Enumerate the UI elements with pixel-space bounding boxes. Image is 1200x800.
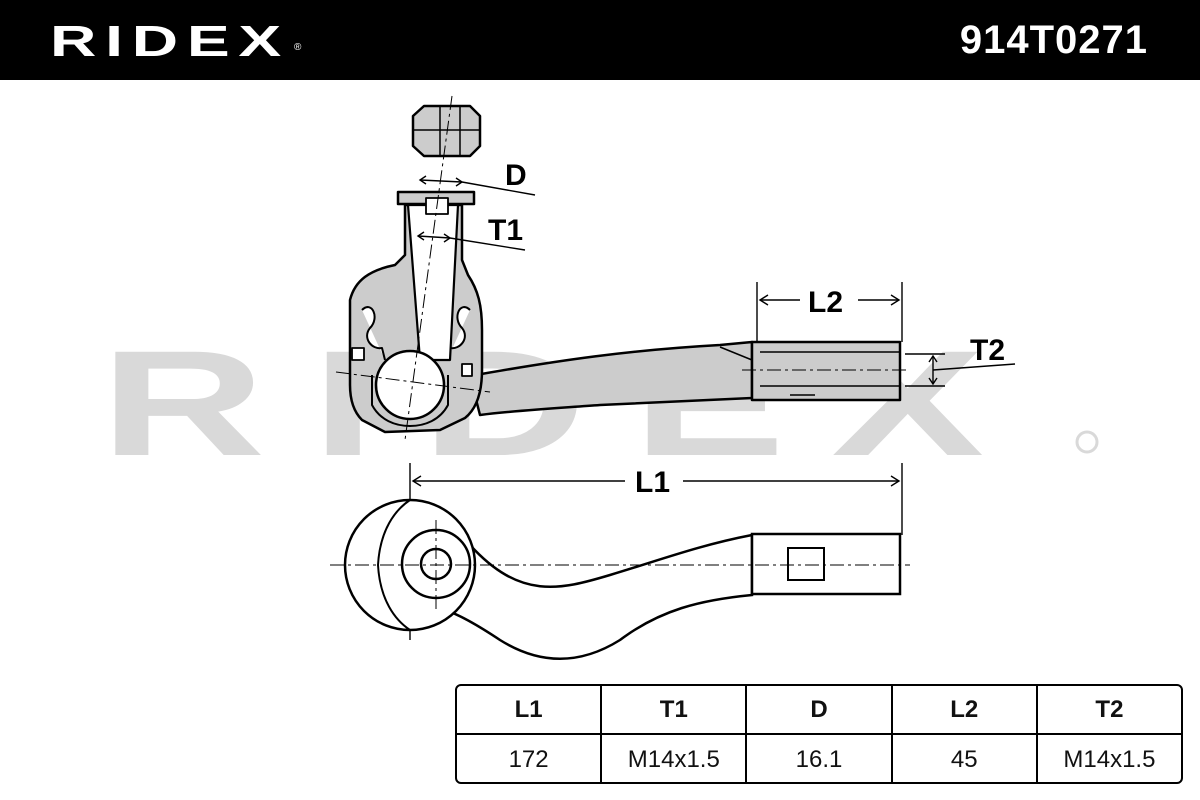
dimension-d	[418, 175, 536, 196]
specs-table: L1 T1 D L2 T2 172 M14x1.5 16.1 45 M14x1.…	[455, 684, 1183, 784]
specs-value-row: 172 M14x1.5 16.1 45 M14x1.5	[457, 735, 1181, 782]
ball-joint	[374, 349, 446, 421]
dimension-l2	[756, 282, 903, 342]
wrench-flat	[787, 547, 825, 581]
header-bar: RIDEX ® 914T0271	[0, 0, 1200, 80]
centerlines-side	[335, 95, 910, 441]
specs-header-t1: T1	[602, 686, 748, 733]
dimension-t1	[416, 231, 526, 251]
specs-value-l1: 172	[457, 735, 603, 782]
specs-value-t1: M14x1.5	[602, 735, 748, 782]
specs-header-d: D	[747, 686, 893, 733]
part-number: 914T0271	[959, 18, 1148, 62]
specs-value-d: 16.1	[747, 735, 893, 782]
specs-header-t2: T2	[1095, 695, 1124, 723]
technical-drawing: RIDEX	[100, 95, 1099, 660]
side-view	[348, 104, 902, 434]
dimension-t2	[905, 353, 1016, 387]
brand-name: RIDEX	[50, 20, 290, 60]
label-d: D	[505, 159, 527, 192]
label-l2: L2	[808, 286, 843, 319]
specs-value-l2: 45	[893, 735, 1038, 782]
label-l1: L1	[635, 466, 670, 499]
watermark-registered-icon	[1075, 430, 1099, 454]
centerlines-top	[330, 520, 910, 610]
threaded-end-side	[750, 340, 902, 402]
top-view	[343, 498, 902, 660]
specs-value-t2: M14x1.5	[1063, 745, 1156, 773]
brand-logo: RIDEX ®	[50, 20, 302, 60]
specs-header-l1: L1	[457, 686, 603, 733]
registered-mark: ®	[294, 42, 302, 53]
arm-side	[468, 340, 754, 417]
label-t1: T1	[488, 214, 523, 247]
arm-top	[427, 533, 754, 660]
specs-header-row: L1 T1 D L2 T2	[457, 686, 1181, 735]
label-t2: T2	[970, 334, 1005, 367]
threaded-end-top	[750, 532, 902, 596]
nut-icon	[411, 104, 482, 158]
specs-header-l2: L2	[893, 686, 1038, 733]
